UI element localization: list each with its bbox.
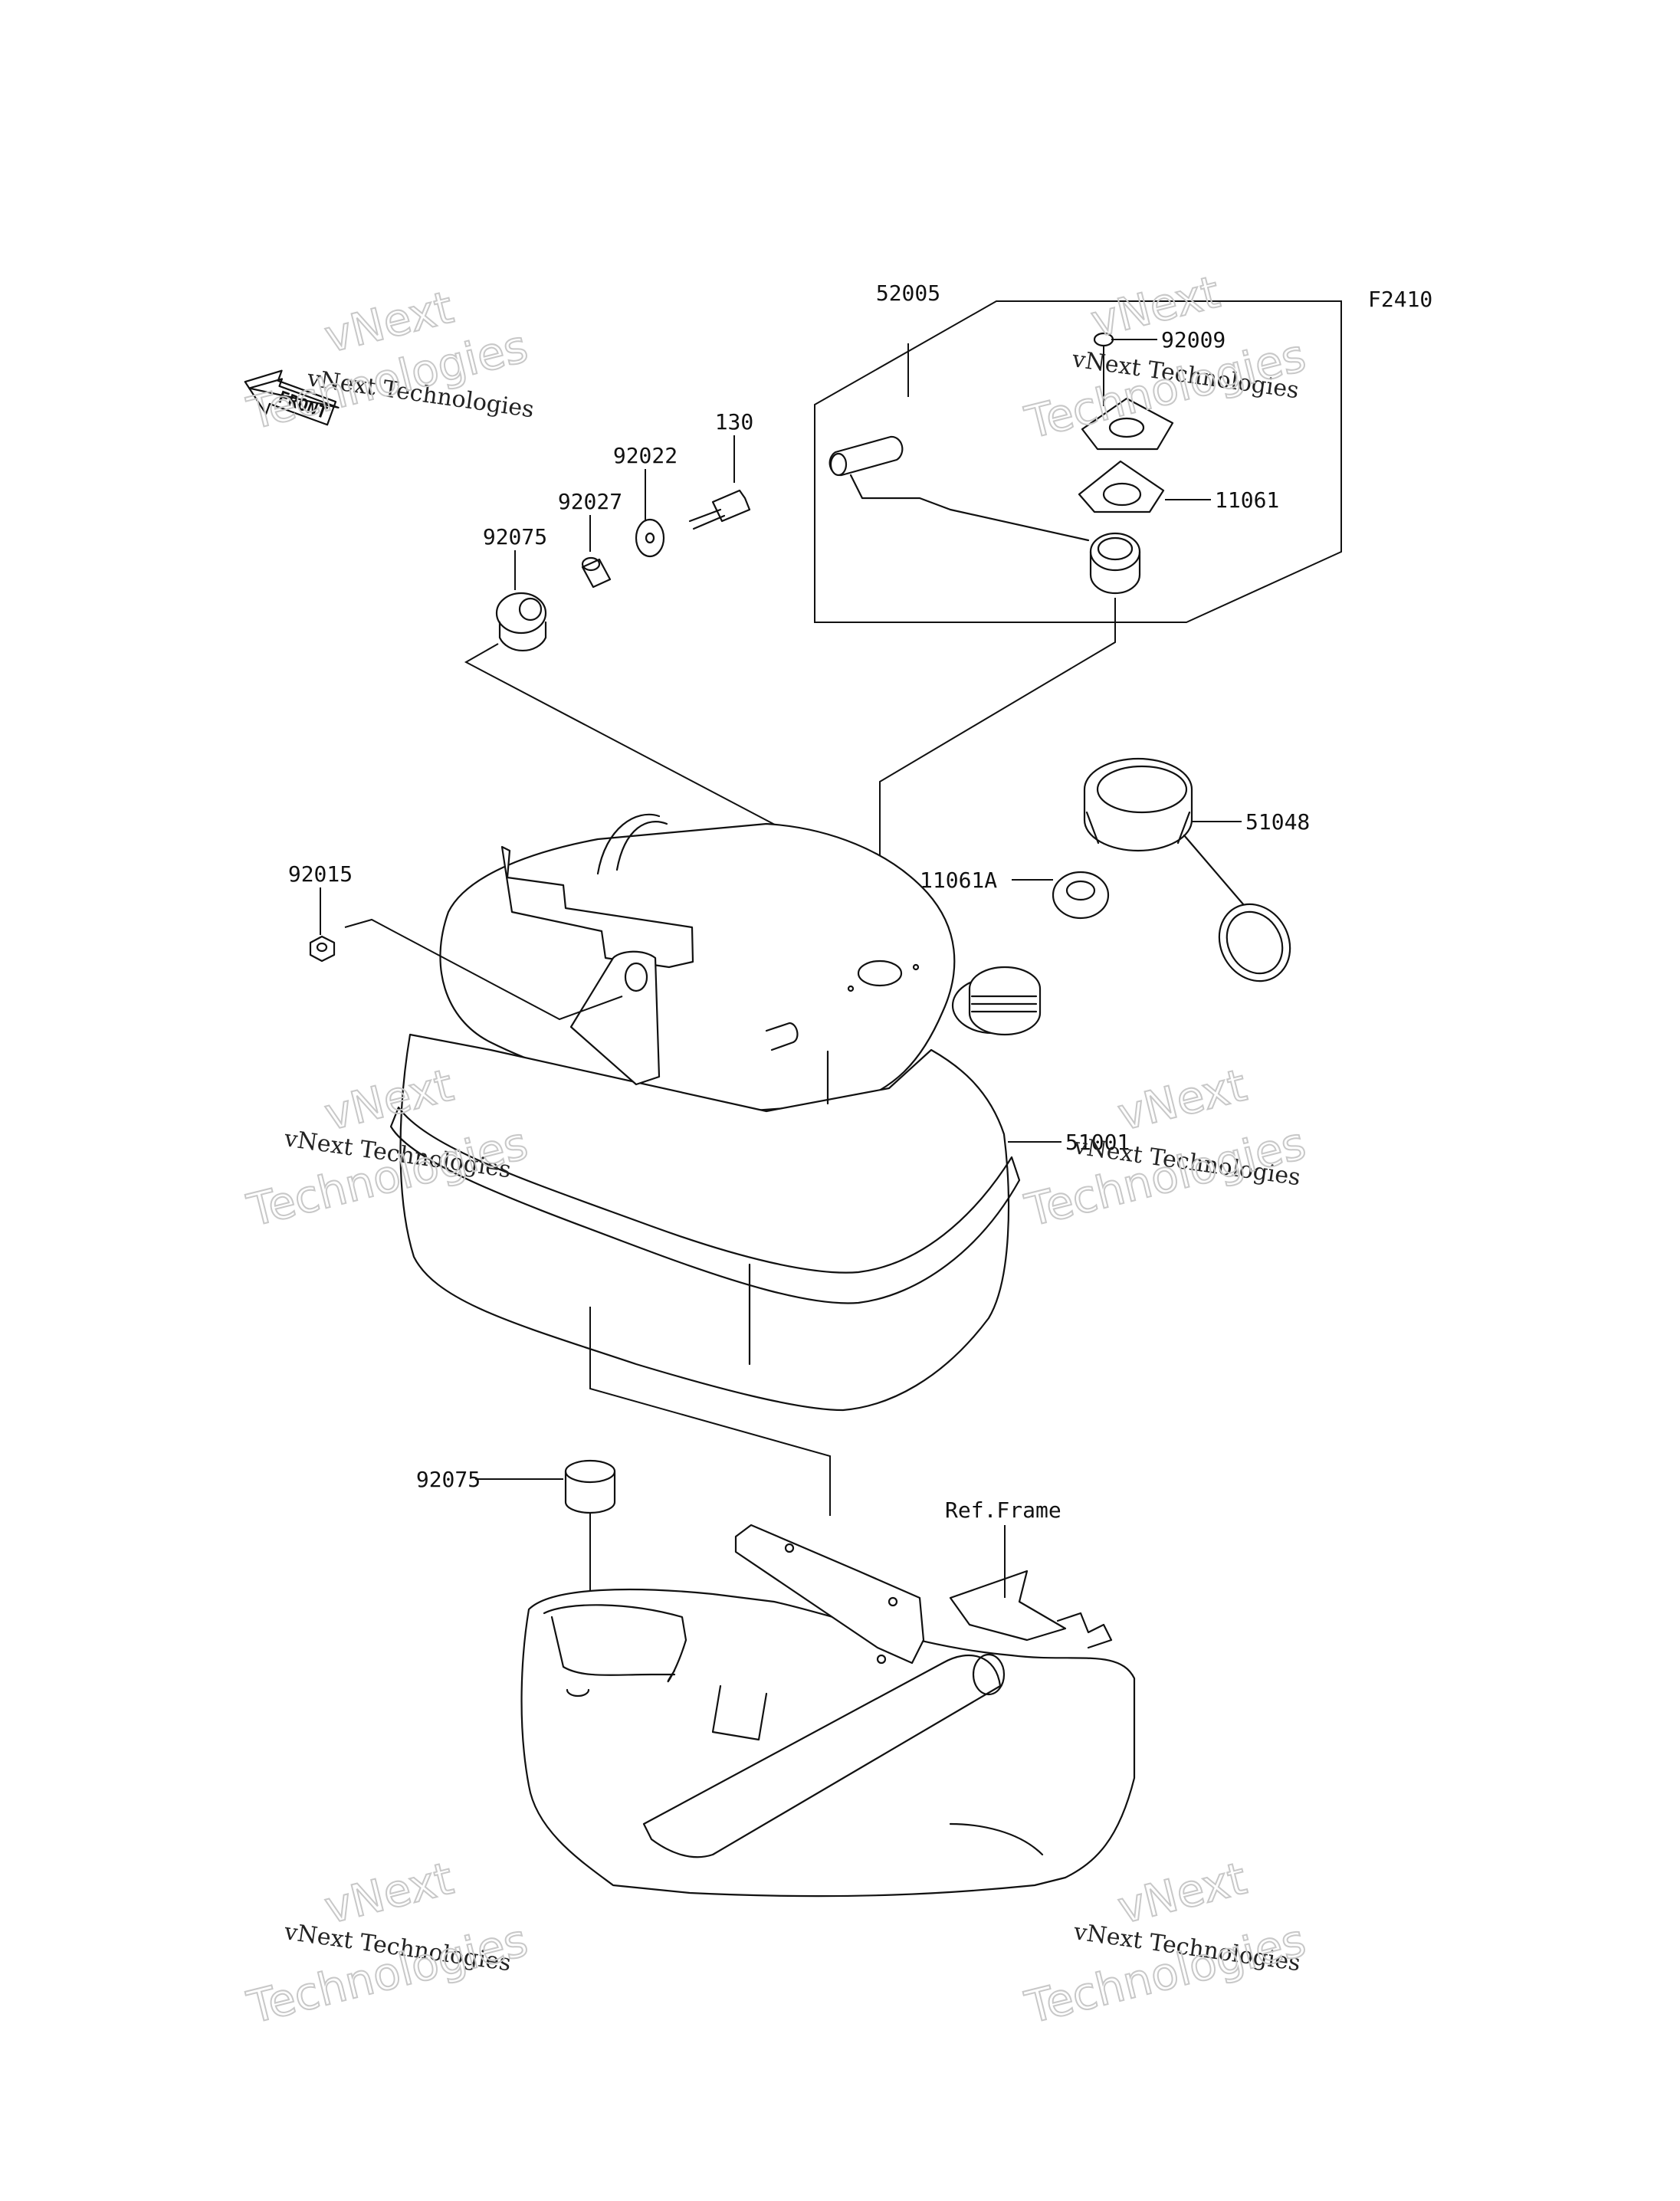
filler-cap-assembly <box>1012 757 1291 982</box>
svg-text:Technologies: Technologies <box>1020 1117 1311 1236</box>
watermark-4: vNext Technologies vNext Technologies <box>1019 1058 1311 1238</box>
label-130: 130 <box>715 409 754 435</box>
watermark-6: vNext Technologies vNext Technologies <box>1019 1852 1311 2035</box>
label-92015: 92015 <box>288 861 353 887</box>
fuel-tank-51001 <box>389 813 1061 1412</box>
label-52005: 52005 <box>876 280 940 306</box>
svg-text:vNext: vNext <box>1113 1852 1252 1934</box>
label-51048: 51048 <box>1245 809 1310 835</box>
nut-92015 <box>309 887 623 1021</box>
label-92009: 92009 <box>1161 327 1226 353</box>
label-ref-frame: Ref.Frame <box>945 1497 1061 1523</box>
label-92022: 92022 <box>613 443 678 468</box>
watermark-1: vNext Technologies vNext Technologies <box>241 280 536 441</box>
label-92075-bottom: 92075 <box>416 1467 481 1492</box>
label-11061: 11061 <box>1215 487 1279 513</box>
figure-code: F2410 <box>1368 287 1432 312</box>
frame-reference <box>520 1524 1136 1898</box>
label-51001: 51001 <box>1065 1130 1130 1155</box>
label-11061A: 11061A <box>920 868 997 893</box>
gauge-kit-52005 <box>814 300 1342 927</box>
svg-text:vNext: vNext <box>320 1852 458 1934</box>
watermark-5: vNext Technologies vNext Technologies <box>241 1852 533 2035</box>
label-92075-top: 92075 <box>483 524 547 549</box>
mounting-hardware <box>464 435 832 866</box>
label-92027: 92027 <box>558 489 622 514</box>
svg-text:vNext: vNext <box>1113 1059 1252 1141</box>
